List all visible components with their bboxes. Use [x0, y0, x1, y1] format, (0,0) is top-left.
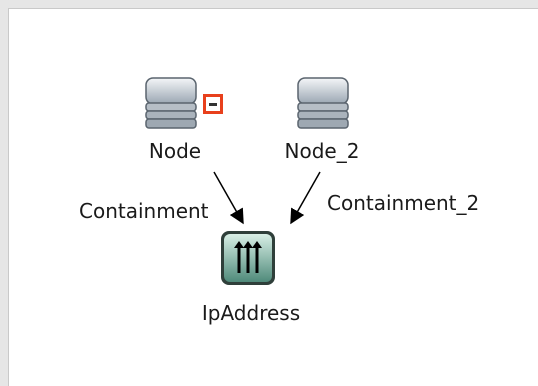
ipaddress-label: IpAddress: [201, 301, 301, 325]
node-label: Node: [148, 139, 202, 163]
node-ipaddress[interactable]: IpAddress: [201, 225, 301, 325]
edge-containment-2[interactable]: [290, 171, 321, 225]
node-2-label: Node_2: [284, 139, 360, 163]
server-stack-icon: [297, 77, 349, 129]
diagram-canvas: Node Node_2: [8, 8, 538, 386]
edge-label-containment: Containment: [79, 199, 209, 223]
edge-label-containment-2: Containment_2: [327, 191, 480, 215]
node-node-2[interactable]: Node_2: [285, 75, 389, 175]
node-node[interactable]: Node: [139, 75, 239, 175]
ip-address-icon: [221, 231, 275, 285]
server-stack-icon: [145, 77, 197, 129]
edge-containment[interactable]: [213, 171, 244, 225]
edges-layer: [213, 171, 321, 225]
collapse-minus-icon[interactable]: [202, 93, 224, 115]
